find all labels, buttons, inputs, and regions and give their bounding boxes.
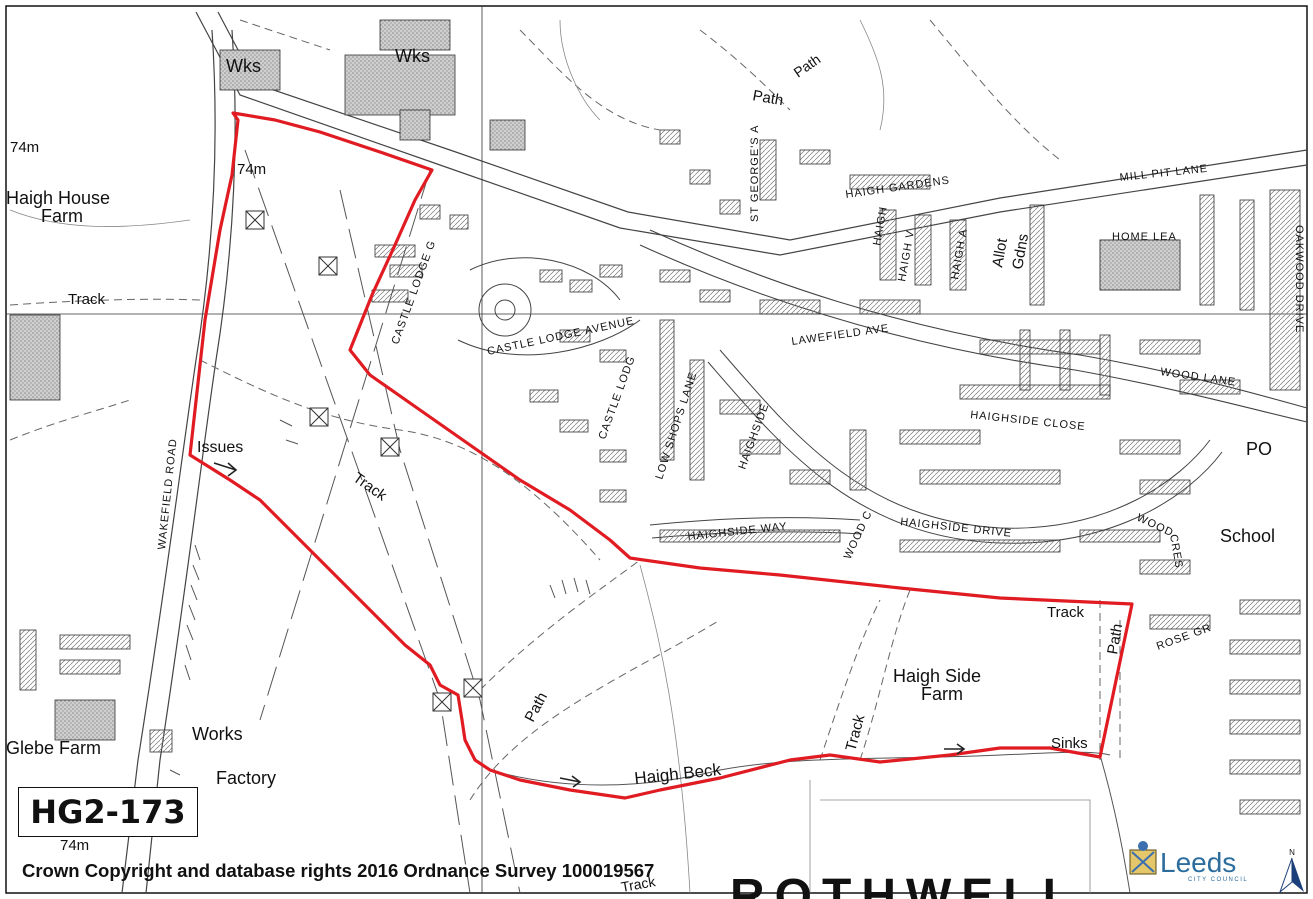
label-oakwood-drive: OAKWOOD DRIVE: [1293, 225, 1305, 333]
leeds-city-council-logo: Leeds CITY COUNCIL: [1129, 841, 1248, 883]
copyright-notice: Crown Copyright and database rights 2016…: [22, 860, 655, 881]
site-code-label: HG2-173: [18, 787, 198, 837]
flow-arrows: [213, 462, 966, 788]
label-factory: Factory: [216, 768, 276, 788]
label-st-georges: ST GEORGE'S A: [749, 125, 761, 222]
buildings-housing: [19, 129, 1301, 815]
north-arrow-icon: N: [1278, 848, 1304, 894]
label-wood-c: WOOD C: [842, 509, 875, 562]
site-boundary: [188, 111, 1134, 800]
label-path-top-1: Path: [791, 51, 824, 81]
label-haighside-drive: HAIGHSIDE DRIVE: [900, 516, 1013, 540]
label-po: PO: [1246, 439, 1272, 459]
label-track-left: Track: [68, 291, 105, 308]
label-issues: Issues: [197, 439, 243, 456]
label-haigh-house-farm-1: Haigh House: [6, 188, 110, 208]
label-path-bottom: Path: [522, 690, 551, 725]
castle-lodge-circle: [457, 257, 641, 356]
label-path-top-2: Path: [751, 87, 784, 109]
map-frame: [5, 5, 1308, 894]
label-works: Works: [192, 724, 243, 744]
label-lawefield-ave: LAWEFIELD AVE: [791, 322, 890, 348]
label-allot: Allot: [989, 236, 1011, 269]
power-lines: [244, 149, 521, 894]
field-boundaries: [9, 19, 1121, 801]
label-cres: CRES: [1167, 533, 1185, 569]
label-glebe-farm: Glebe Farm: [6, 738, 101, 758]
label-haigh-side-farm-1: Haigh Side: [893, 666, 981, 686]
label-haigh-side-farm-2: Farm: [921, 684, 963, 704]
label-sinks: Sinks: [1051, 735, 1088, 752]
label-track-right: Track: [1047, 604, 1084, 621]
label-haigh-house-farm-2: Farm: [41, 206, 83, 226]
buildings-works: [9, 19, 1181, 741]
north-label: N: [1289, 848, 1295, 857]
field-outlines: [9, 19, 1091, 894]
label-home-lea: HOME LEA: [1112, 231, 1177, 243]
label-74m-site: 74m: [237, 161, 266, 178]
label-school: School: [1220, 526, 1275, 546]
pylon-icons: [245, 210, 483, 712]
haigh-beck-stream: [489, 751, 1131, 894]
label-wakefield-road: WAKEFIELD ROAD: [156, 438, 180, 551]
label-haighside-close: HAIGHSIDE CLOSE: [970, 409, 1086, 433]
label-path-right: Path: [1104, 622, 1126, 655]
label-wks-2: Wks: [395, 46, 430, 66]
label-mill-pit-lane: MILL PIT LANE: [1119, 163, 1209, 184]
label-haigh-v: HAIGH V: [896, 229, 917, 283]
logo-name: Leeds: [1160, 847, 1236, 878]
label-haigh-beck: Haigh Beck: [633, 760, 722, 788]
crest-icon: [1129, 841, 1157, 875]
label-track-site: Track: [350, 469, 390, 504]
label-castle-lodg: CASTLE LODG: [597, 354, 638, 441]
label-wks-1: Wks: [226, 56, 261, 76]
label-track-footer: Track: [620, 873, 658, 895]
logo-subtitle: CITY COUNCIL: [1188, 877, 1248, 883]
label-74m-bottom: 74m: [60, 837, 89, 854]
label-gdns: Gdns: [1009, 232, 1032, 270]
label-74m-left: 74m: [10, 139, 39, 156]
label-rothwell: ROTHWELL: [730, 870, 1082, 899]
wakefield-road: [121, 29, 236, 894]
